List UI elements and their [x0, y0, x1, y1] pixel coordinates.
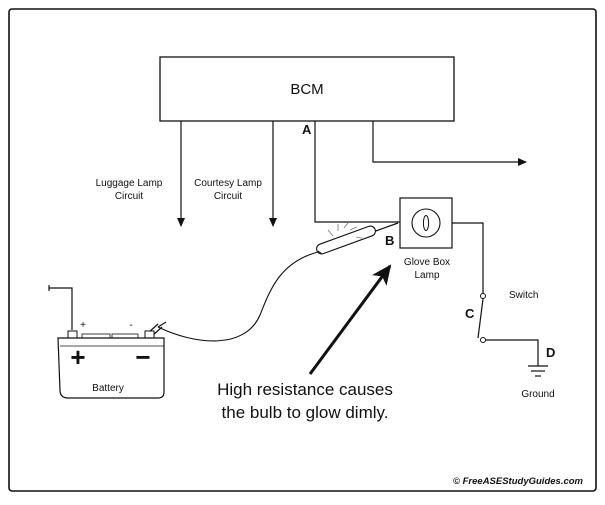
- bcm-box: [159, 56, 455, 122]
- switch-blade: [477, 298, 484, 339]
- test-light-probe: [316, 221, 399, 255]
- bulb-icon: [411, 208, 441, 238]
- switch-label: Switch: [509, 290, 538, 301]
- diagram-frame: [8, 8, 597, 492]
- ground-icon: [528, 365, 548, 377]
- courtesy-circuit-label-line1: Courtesy Lamp: [194, 178, 262, 189]
- battery-icon: [57, 330, 165, 399]
- credit-text: © FreeASEStudyGuides.com: [453, 476, 584, 487]
- battery-neg-small-label: -: [129, 320, 132, 331]
- annotation-line1: High resistance causes: [217, 380, 393, 399]
- battery-neg-big-label: −: [135, 342, 150, 372]
- pin-a-label: A: [302, 122, 312, 137]
- glow-rays-icon: [327, 221, 363, 239]
- courtesy-circuit-label-line2: Circuit: [214, 191, 243, 202]
- annotation-arrow: [308, 264, 392, 375]
- wire-lamp-to-switch: [452, 222, 484, 296]
- pin-d-label: D: [546, 345, 555, 360]
- battery-pos-small-label: +: [80, 320, 86, 331]
- battery-positive-wire: [49, 287, 73, 330]
- battery-label: Battery: [92, 383, 124, 394]
- switch-top-contact: [480, 293, 486, 299]
- luggage-circuit-label-line2: Circuit: [115, 191, 144, 202]
- annotation-line2: the bulb to glow dimly.: [222, 403, 389, 422]
- lamp-label-line1: Glove Box: [404, 257, 450, 268]
- pin-b-label: B: [385, 233, 394, 248]
- pin-c-label: C: [465, 306, 475, 321]
- switch-bottom-contact: [480, 337, 486, 343]
- luggage-circuit-label-line1: Luggage Lamp: [96, 178, 163, 189]
- wire-a-to-lamp: [314, 121, 400, 223]
- battery-pos-big-label: +: [70, 342, 85, 372]
- bcm-label: BCM: [290, 81, 323, 98]
- bulb-filament-icon: [422, 215, 430, 231]
- bcm-output-wire: [372, 121, 527, 166]
- test-lead-wire: [157, 251, 319, 342]
- wire-switch-to-ground: [486, 339, 539, 366]
- ground-label: Ground: [521, 389, 554, 400]
- lamp-label-line2: Lamp: [414, 270, 439, 281]
